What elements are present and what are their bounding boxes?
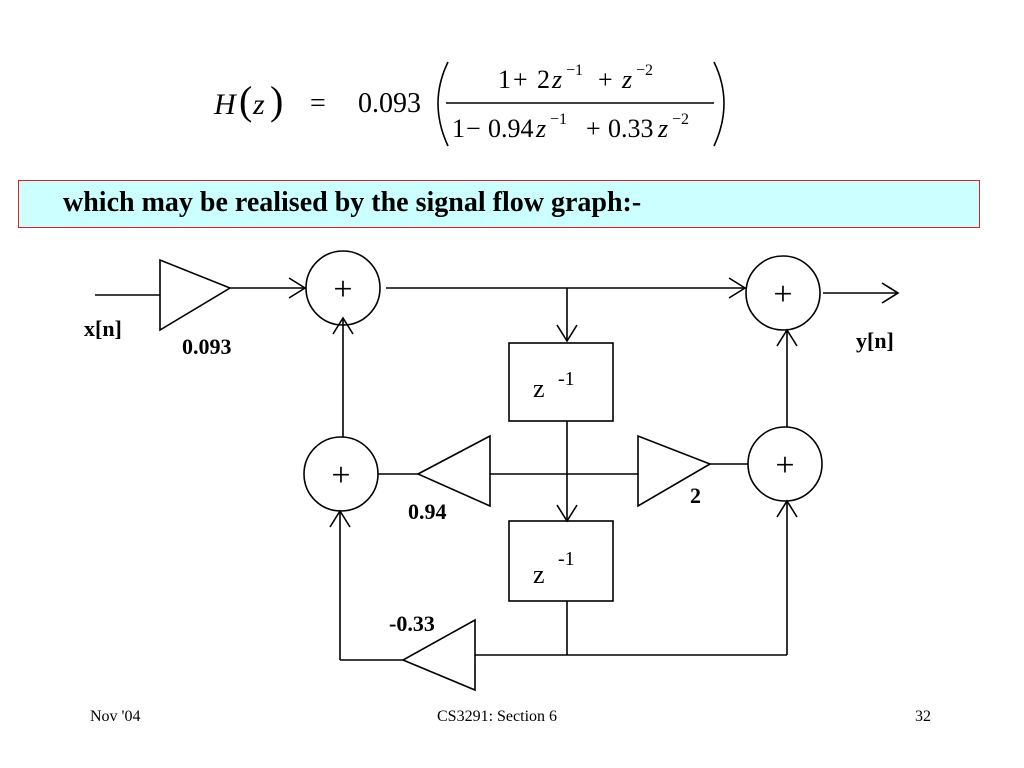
feedforward-gain-2 [637, 434, 712, 508]
eq-den-exp2: −2 [672, 111, 689, 128]
feedback-gain-033 [401, 618, 476, 692]
output-label: y[n] [856, 328, 894, 353]
eq-big-rparen [713, 61, 725, 147]
delay-1-z: z [533, 374, 545, 403]
adder-middle-left-plus: + [331, 457, 350, 494]
adder-middle-right [747, 426, 823, 502]
adder-top-left-plus: + [333, 271, 352, 308]
eq-equals: = [310, 88, 326, 119]
adder-middle-left [303, 436, 379, 512]
eq-num-exp2: −2 [636, 62, 653, 79]
feedback-gain-094 [416, 434, 491, 508]
delay-2-exp: -1 [558, 548, 575, 570]
eq-den-plus: + [586, 114, 601, 143]
eq-z: z [252, 88, 265, 121]
caption-text: which may be realised by the signal flow… [63, 187, 642, 218]
arrow-to-adder-middle-left [329, 509, 351, 528]
eq-den-z2: z [657, 114, 668, 143]
input-gain-amplifier [159, 258, 232, 332]
delay-block-1 [508, 342, 614, 422]
caption-banner: which may be realised by the signal flow… [18, 180, 980, 228]
arrow-to-adder-top-left [288, 277, 307, 299]
delay-2-z: z [533, 560, 545, 589]
eq-gain: 0.093 [358, 88, 421, 119]
eq-lparen: ( [239, 78, 252, 123]
eq-den-minus: − [466, 114, 481, 143]
arrow-to-delay-1 [556, 324, 578, 343]
eq-den-exp1: −1 [550, 111, 567, 128]
adder-top-right-plus: + [773, 276, 792, 313]
eq-num-plus1: + [513, 65, 528, 94]
arrow-to-adder-top-left-bottom [332, 316, 354, 335]
eq-num-plus2: + [598, 65, 613, 94]
adder-middle-right-plus: + [775, 447, 794, 484]
gain-094-label: 0.94 [408, 499, 447, 524]
gain-input-label: 0.093 [182, 334, 232, 359]
eq-big-lparen [437, 61, 449, 147]
footer-course: CS3291: Section 6 [437, 708, 558, 725]
transfer-function-equation: H ( z ) = 0.093 1 + 2 z −1 + z −2 1 − 0.… [213, 61, 725, 147]
output-arrow [881, 282, 900, 304]
gain-033-label: -0.33 [389, 611, 435, 636]
eq-H: H [213, 88, 238, 121]
arrow-to-adder-top-right [728, 277, 747, 299]
input-label: x[n] [84, 316, 122, 341]
adder-top-right [745, 255, 821, 331]
eq-den-1: 1 [452, 114, 465, 143]
eq-num-1: 1 [498, 65, 511, 94]
footer-page-number: 32 [915, 708, 931, 725]
arrow-to-adder-top-right-bottom [776, 328, 798, 347]
arrow-to-adder-middle-right [776, 499, 798, 518]
footer-date: Nov '04 [90, 708, 141, 725]
gain-2-label: 2 [690, 483, 701, 508]
eq-den-coef1: 0.94 [488, 114, 534, 143]
eq-num-exp1: −1 [566, 62, 583, 79]
delay-block-2 [508, 520, 614, 602]
eq-num-z1: z [551, 65, 562, 94]
eq-num-z2: z [621, 65, 632, 94]
delay-1-exp: -1 [558, 368, 575, 390]
eq-den-coef2: 0.33 [608, 114, 654, 143]
eq-num-2: 2 [537, 65, 550, 94]
eq-rparen: ) [270, 78, 283, 123]
eq-den-z1: z [535, 114, 546, 143]
